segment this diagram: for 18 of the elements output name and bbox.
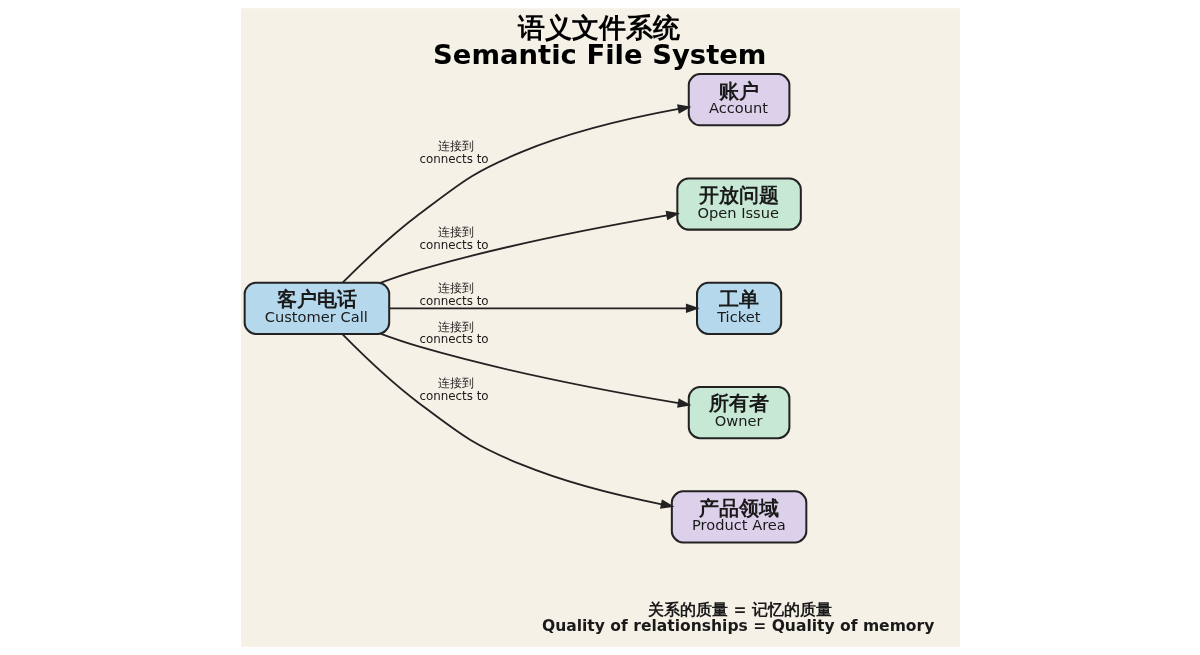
edge-label: 连接到 connects to xyxy=(418,319,489,347)
arrow xyxy=(341,104,691,284)
node-box: 产品领域 Product Area xyxy=(670,490,807,544)
edge-label: 连接到 connects to xyxy=(418,281,489,308)
node-box: 工单 Ticket xyxy=(695,281,782,335)
edge-label: 连接到 connects to xyxy=(418,225,489,253)
node-box: 开放问题 Open Issue xyxy=(675,177,802,231)
arrow xyxy=(379,333,691,408)
caption: 关系的质量 = 记忆的质量 Quality of relationships = Quality of memory xyxy=(541,601,934,635)
arrow xyxy=(340,333,674,509)
arrow xyxy=(379,210,680,284)
diagram-title: 语义文件系统 Semantic File System xyxy=(432,11,766,71)
node-box: 所有者 Owner xyxy=(687,385,790,440)
edge-label: 连接到 connects to xyxy=(418,376,489,404)
node-box: 客户电话 Customer Call xyxy=(243,281,390,335)
edge-label: 连接到 connects to xyxy=(418,139,489,167)
node-box: 账户 Account xyxy=(687,73,790,127)
arrow xyxy=(387,303,700,314)
